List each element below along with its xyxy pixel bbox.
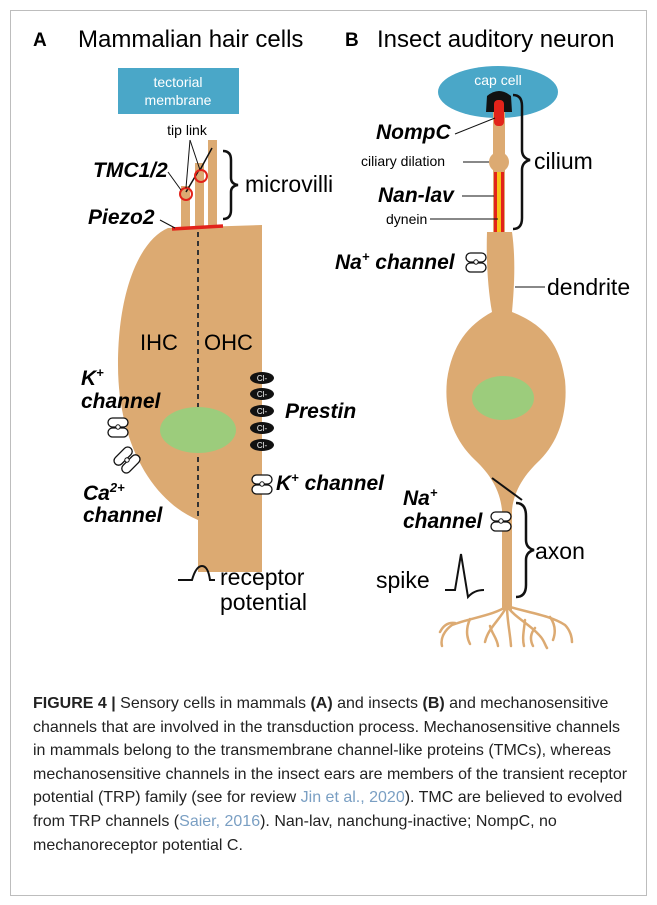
panel-a: A Mammalian hair cells tectorial membran… — [33, 26, 385, 615]
caption-text-2: and insects — [333, 695, 423, 712]
axon-label: axon — [535, 538, 585, 564]
reference-link-jin[interactable]: Jin et al., 2020 — [301, 789, 405, 806]
microvilli-brace — [223, 151, 238, 219]
dendrite-label: dendrite — [547, 274, 630, 300]
axon-terminals — [440, 606, 572, 648]
na-channel-label-axon-line2: channel — [403, 510, 484, 533]
nompc-channel — [494, 100, 504, 126]
k-channel-label-right: K+ channel — [276, 470, 385, 495]
ihc-label: IHC — [140, 330, 178, 355]
tectorial-label-line1: tectorial — [153, 74, 202, 90]
figure-4-diagram: A Mammalian hair cells tectorial membran… — [0, 0, 657, 660]
k-channel-label-left: K+ — [81, 365, 104, 390]
tectorial-label-line2: membrane — [145, 92, 212, 108]
receptor-label-line2: potential — [220, 589, 307, 615]
nompc-pointer — [455, 118, 495, 134]
spike-label: spike — [376, 567, 430, 593]
microvilli-label: microvilli — [245, 171, 333, 197]
nan-lav-label: Nan-lav — [378, 184, 455, 207]
ohc-label: OHC — [204, 330, 253, 355]
k-channel-left — [108, 418, 128, 437]
ciliary-dilation-label: ciliary dilation — [361, 153, 445, 169]
panel-b-letter: B — [345, 30, 359, 51]
hair-cell-nucleus — [160, 407, 236, 453]
caption-text-1: Sensory cells in mammals — [116, 695, 311, 712]
receptor-label-line1: receptor — [220, 564, 305, 590]
nompc-label: NompC — [376, 121, 451, 144]
figure-caption: FIGURE 4 | Sensory cells in mammals (A) … — [33, 692, 633, 857]
reference-link-saier[interactable]: Saier, 2016 — [179, 813, 260, 830]
ciliary-dilation — [489, 152, 509, 172]
cl-ion-5: Cl- — [257, 441, 268, 450]
spike-trace — [445, 554, 484, 597]
piezo2-pointer — [160, 220, 175, 228]
cl-ion-2: Cl- — [257, 390, 268, 399]
neuron-nucleus — [472, 376, 534, 420]
microvillus-short — [181, 186, 190, 230]
cl-ion-3: Cl- — [257, 407, 268, 416]
cap-cell-label: cap cell — [474, 72, 521, 88]
cl-ion-1: Cl- — [257, 374, 268, 383]
ca-channel-label: Ca2+ — [83, 480, 125, 505]
k-channel-label-left-line2: channel — [81, 390, 162, 413]
prestin-label: Prestin — [285, 400, 356, 423]
piezo2-label: Piezo2 — [88, 206, 155, 229]
caption-a: (A) — [310, 695, 332, 712]
panel-a-letter: A — [33, 30, 47, 51]
caption-label: FIGURE 4 | — [33, 695, 116, 712]
na-channel-label-dendrite: Na+ channel — [335, 249, 456, 274]
caption-b: (B) — [422, 695, 444, 712]
tmc-pointer — [168, 172, 181, 190]
na-channel-dendrite — [466, 253, 486, 272]
panel-a-title: Mammalian hair cells — [78, 26, 303, 53]
dynein-strip — [497, 172, 501, 232]
cl-ion-4: Cl- — [257, 424, 268, 433]
cilium-label: cilium — [534, 148, 593, 174]
tip-link-pointer-1 — [186, 140, 190, 188]
ca-channel-label-line2: channel — [83, 504, 164, 527]
axon-brace — [516, 503, 534, 597]
dynein-label: dynein — [386, 211, 427, 227]
tip-link-label: tip link — [167, 122, 208, 138]
panel-b: B Insect auditory neuron cap cell NompC … — [335, 26, 630, 648]
tmc-label: TMC1/2 — [93, 159, 168, 182]
na-channel-label-axon: Na+ — [403, 485, 438, 510]
panel-b-title: Insect auditory neuron — [377, 26, 614, 53]
